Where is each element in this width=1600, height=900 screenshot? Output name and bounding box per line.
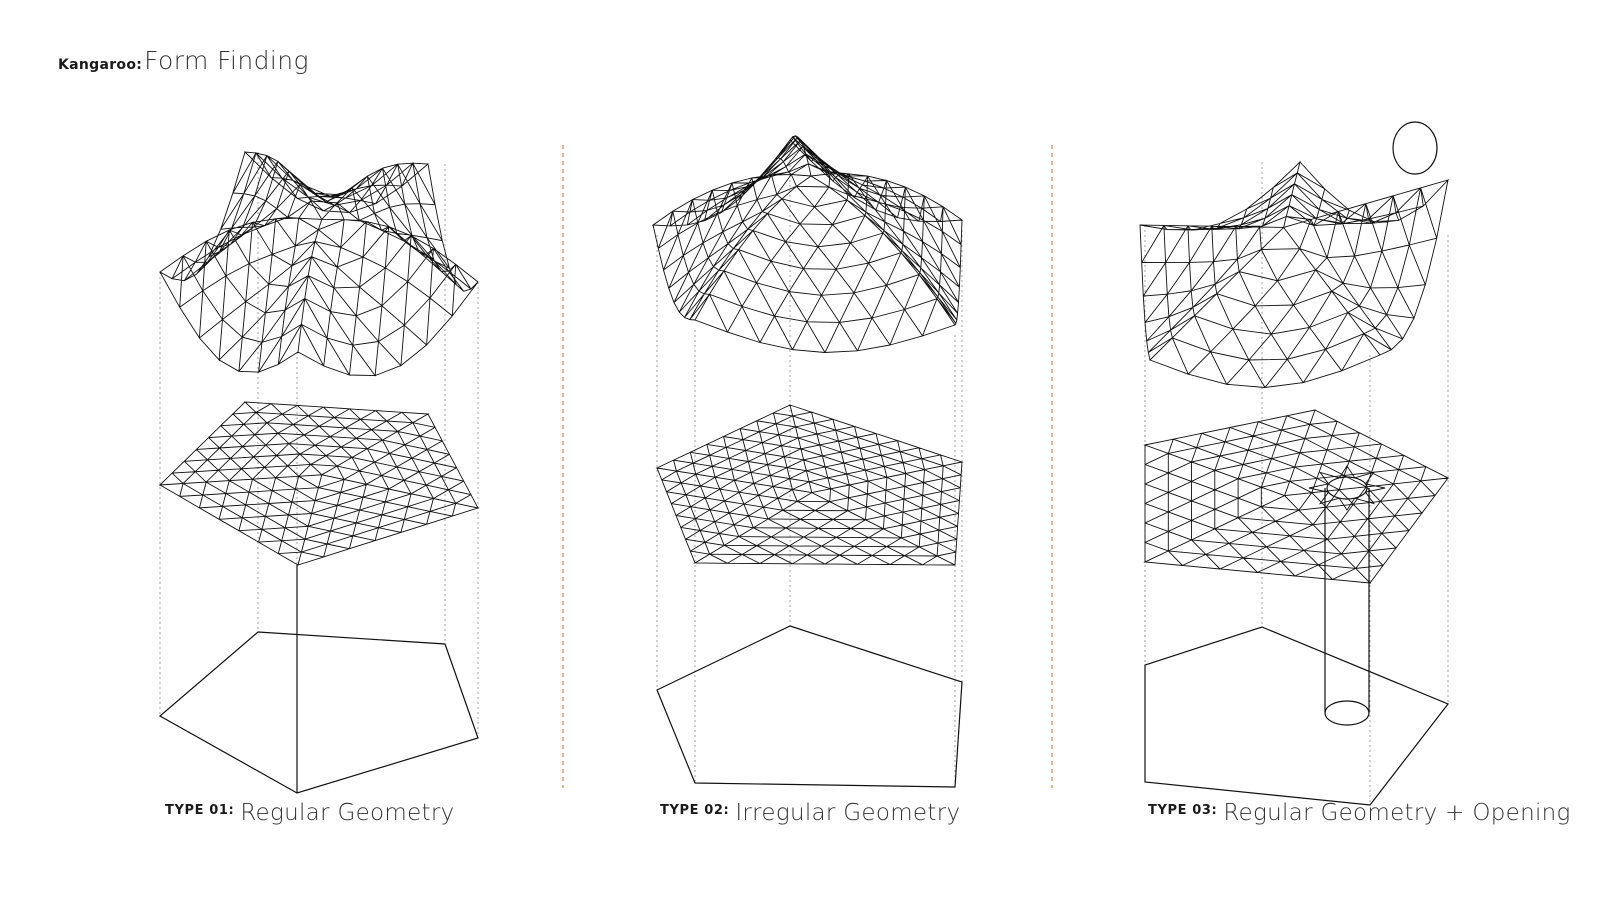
type-01-flat-mesh-lines [158, 401, 480, 566]
type-03-base-outline [1144, 626, 1449, 806]
caption-type-03-tag: TYPE 03: [1148, 803, 1218, 818]
type-01-formfound-mesh-lines [159, 151, 479, 377]
caption-type-02: TYPE 02: Irregular Geometry [660, 800, 960, 826]
caption-type-03-label: Regular Geometry + Opening [1223, 800, 1571, 826]
type-02-diagram [651, 134, 964, 788]
caption-type-01-label: Regular Geometry [240, 800, 455, 826]
type-02-flat-mesh [655, 404, 964, 566]
page-title: Kangaroo:Form Finding [58, 46, 309, 75]
star-lines [1308, 465, 1386, 511]
type-02-formfound-mesh-lines [651, 134, 964, 354]
type-03-flat-mesh-lines [1143, 409, 1450, 584]
type-03-diagram [1139, 121, 1450, 806]
type-03-base-opening [1324, 700, 1370, 726]
type-02-flat-mesh-lines [655, 404, 964, 566]
type-03-flat-mesh [1143, 409, 1450, 584]
caption-type-03: TYPE 03: Regular Geometry + Opening [1148, 800, 1571, 826]
type-02-base-outline [656, 625, 963, 788]
type-03-formfound-mesh [1139, 160, 1450, 389]
type-01-diagram [158, 151, 480, 794]
type-03-formfound-mesh-lines [1139, 160, 1450, 389]
type-02-formfound-mesh [651, 134, 964, 354]
caption-type-02-label: Irregular Geometry [735, 800, 961, 826]
type-01-flat-mesh [158, 401, 480, 566]
star-hole [1326, 476, 1368, 500]
type-01-formfound-mesh [159, 151, 479, 377]
title-tool-name: Kangaroo: [58, 57, 143, 73]
title-subtitle: Form Finding [144, 46, 309, 75]
caption-type-01: TYPE 01: Regular Geometry [165, 800, 455, 826]
caption-type-01-tag: TYPE 01: [165, 803, 235, 818]
type-01-base-outline [158, 631, 479, 794]
type-03-star-opening [1308, 465, 1386, 511]
type-03-raised-opening [1392, 121, 1438, 175]
caption-type-02-tag: TYPE 02: [660, 803, 730, 818]
